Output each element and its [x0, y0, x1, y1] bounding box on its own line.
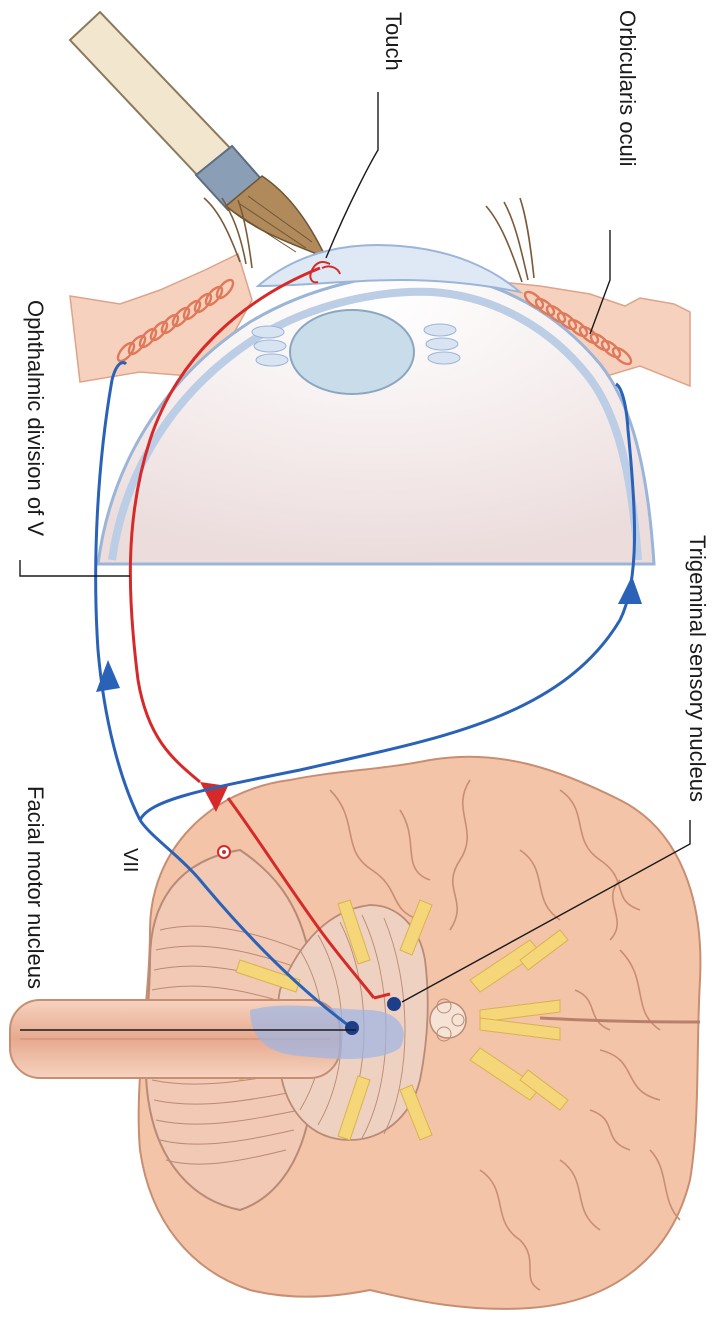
- ciliary-body-right: [424, 324, 460, 364]
- label-vii: VII: [119, 848, 141, 872]
- leader-touch: [326, 92, 378, 258]
- motor-arrow-lower: [618, 576, 642, 604]
- label-touch: Touch: [381, 12, 406, 71]
- optic-chiasm: [430, 1002, 466, 1038]
- label-trigeminal-sensory-nucleus: Trigeminal sensory nucleus: [685, 535, 710, 802]
- trigeminal-sensory-nucleus: [387, 997, 401, 1011]
- lens: [290, 310, 414, 394]
- label-orbicularis-oculi: Orbicularis oculi: [615, 10, 640, 167]
- ciliary-body-left: [252, 326, 288, 366]
- eyelash-lower: [486, 198, 534, 282]
- label-facial-motor-nucleus: Facial motor nucleus: [23, 786, 48, 989]
- label-ophthalmic-division: Ophthalmic division of V: [23, 300, 48, 536]
- facial-motor-nucleus: [345, 1021, 359, 1035]
- brush-icon: [70, 12, 326, 258]
